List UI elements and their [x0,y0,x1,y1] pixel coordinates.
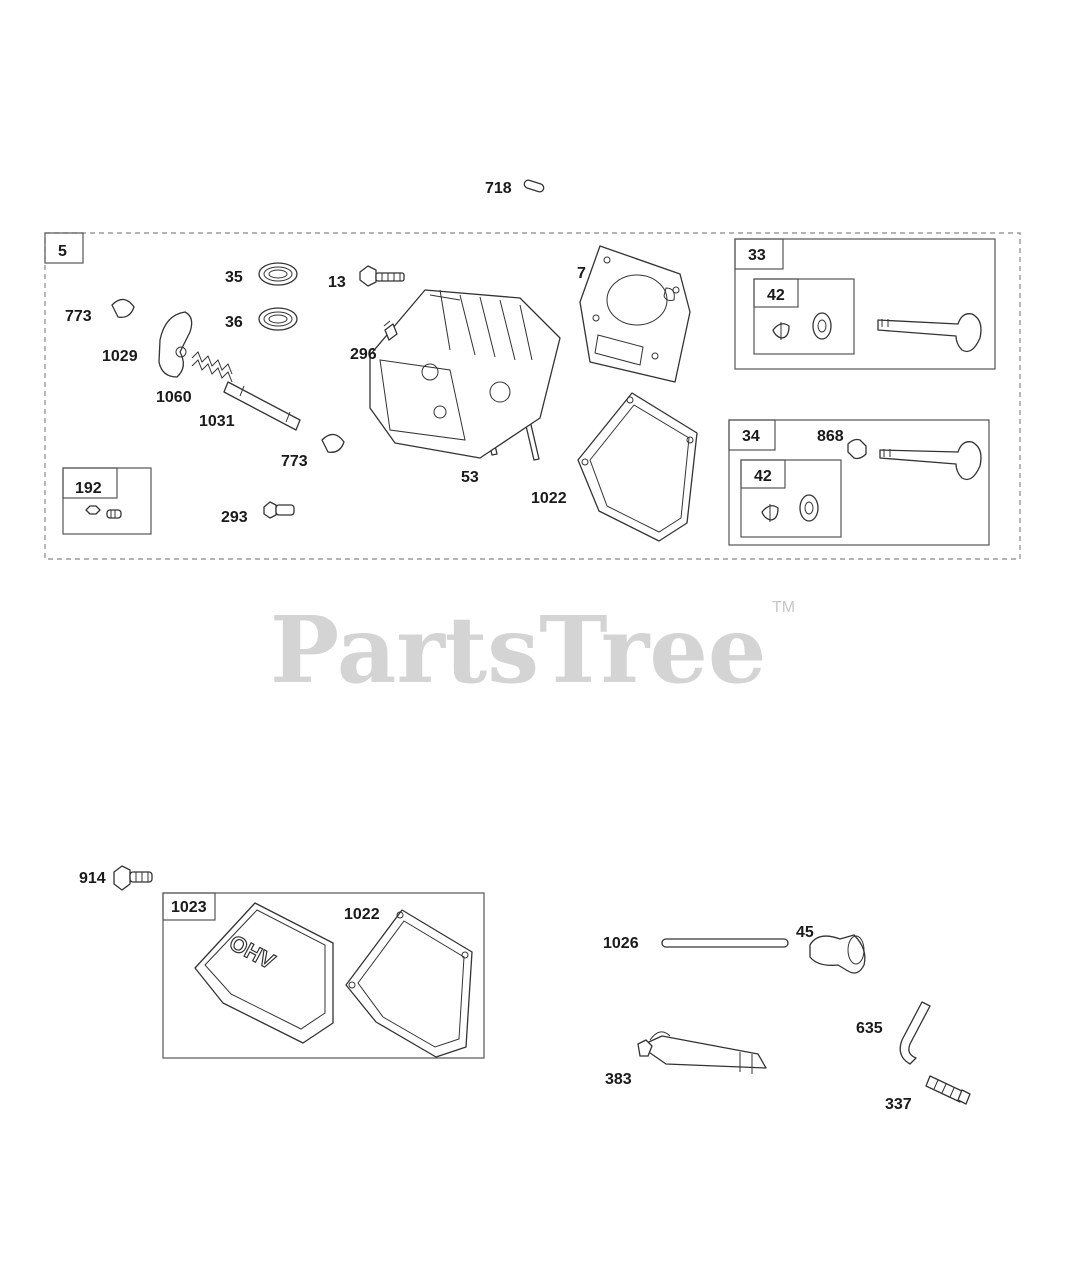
callout-914: 914 [79,870,106,887]
rocker-clip-icon [111,298,345,453]
rocker-shaft-icon [223,381,301,431]
callout-773a: 773 [65,308,92,325]
retainer-kit-box-a [753,278,855,355]
valve-cover-icon: OHV [194,902,334,1044]
callout-13: 13 [328,274,346,291]
callout-7: 7 [577,265,586,282]
callout-45: 45 [796,924,814,941]
callout-42a: 42 [767,287,785,304]
fastener-kit-box [62,467,152,535]
callout-box-1023 [162,892,216,921]
valve-spring-icon [258,262,298,331]
callout-773b: 773 [281,453,308,470]
callout-383: 383 [605,1071,632,1088]
callout-box-42b [740,459,786,489]
callout-868: 868 [817,428,844,445]
cylinder-head-assembly-frame [44,232,1021,560]
callout-box-42a [753,278,799,308]
callout-53: 53 [461,469,479,486]
callout-35: 35 [225,269,243,286]
cylinder-head-icon [369,289,561,459]
dowel-pin-icon [523,179,545,193]
valve-retainer-icon [761,494,819,522]
parts-tree-watermark: PartsTree [270,596,766,704]
callout-33: 33 [748,247,766,264]
callout-337: 337 [885,1096,912,1113]
callout-42b: 42 [754,468,772,485]
nut-and-screw-icon [85,505,122,519]
callout-box-33 [734,238,784,270]
valve-cover-gasket-icon [345,909,473,1058]
callout-1022b: 1022 [344,906,380,923]
callout-296: 296 [350,346,377,363]
callout-1026: 1026 [603,935,639,952]
rocker-spring-icon [191,351,233,383]
callout-293: 293 [221,509,248,526]
callout-36: 36 [225,314,243,331]
head-gasket-icon [579,245,691,383]
breather-tube-icon [383,320,391,327]
callout-718: 718 [485,180,512,197]
valve-seal-icon [847,438,867,460]
valve-cover-gasket-icon [577,392,698,542]
breather-hose-icon [899,1001,931,1065]
short-bolt-icon [263,501,295,519]
head-bolt-icon [359,265,405,287]
exhaust-valve-icon [879,441,982,481]
callout-box-34 [728,419,776,451]
tappet-icon [809,934,866,974]
trademark-symbol: TM [772,599,795,616]
callout-1022a: 1022 [531,490,567,507]
intake-valve-icon [877,313,982,353]
callout-192: 192 [75,480,102,497]
retainer-kit-box-b [740,459,842,538]
valve-retainer-icon [772,312,832,340]
callout-1023: 1023 [171,899,207,916]
valve-cover-bolt-icon [113,865,153,891]
compression-release-icon [637,1031,767,1074]
callout-box-192 [62,467,118,499]
valve-cover-kit-box [162,892,485,1059]
rocker-arm-icon [158,311,193,378]
callout-635: 635 [856,1020,883,1037]
callout-box-5 [44,232,84,264]
callout-34: 34 [742,428,760,445]
callout-1060: 1060 [156,389,192,406]
callout-1029: 1029 [102,348,138,365]
push-rod-icon [661,938,789,948]
intake-valve-kit-box [734,238,996,370]
spark-plug-icon [925,1075,971,1105]
callout-1031: 1031 [199,413,235,430]
callout-5: 5 [58,243,67,260]
exhaust-valve-kit-box [728,419,990,546]
